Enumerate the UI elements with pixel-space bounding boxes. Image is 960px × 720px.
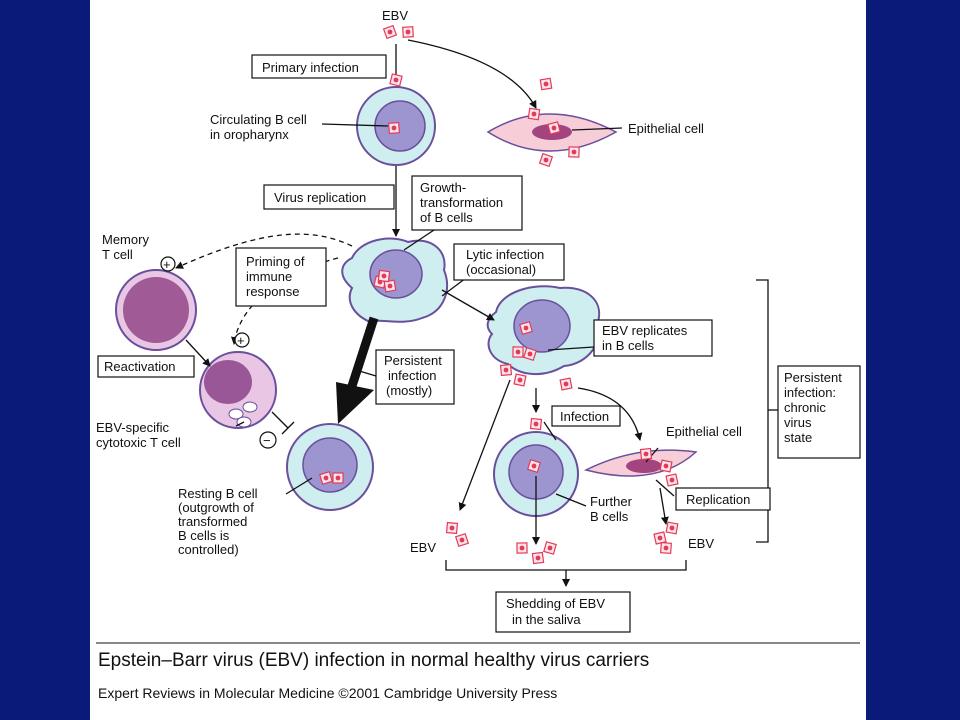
virion-particle <box>559 377 573 391</box>
plus-sign-cytotoxic: + <box>237 333 245 348</box>
ebv-infection-diagram: + + − EBV Primary infection Circulating … <box>96 8 861 701</box>
minus-sign: − <box>263 433 271 448</box>
label-reactivation: Reactivation <box>104 359 176 374</box>
label-epithelial-cell-lower: Epithelial cell <box>666 424 742 439</box>
cytotoxic-t-cell <box>199 351 277 429</box>
virion-particle <box>539 77 553 91</box>
figure-title: Epstein–Barr virus (EBV) infection in no… <box>98 650 649 671</box>
virion-particle <box>402 26 414 38</box>
lytic-b-cell <box>486 285 601 376</box>
label-infection: Infection <box>560 409 609 424</box>
virion-particle <box>454 532 470 548</box>
regulation-signs: + + − <box>160 256 277 449</box>
slide: + + − EBV Primary infection Circulating … <box>90 0 866 720</box>
virion-particle <box>382 24 398 40</box>
virion-particle <box>527 459 541 473</box>
virion-particle <box>389 73 403 87</box>
labels: EBV Primary infection Circulating B cell… <box>96 8 845 627</box>
label-boxes <box>97 54 861 633</box>
epithelial-cell-lower <box>583 449 698 477</box>
virion-particle <box>527 107 541 121</box>
virion-particle <box>319 471 333 485</box>
memory-t-cell <box>115 269 197 351</box>
label-ebv-replicates: EBV replicates in B cells <box>602 323 691 353</box>
label-virus-replication: Virus replication <box>274 190 366 205</box>
label-replication: Replication <box>686 492 750 507</box>
resting-b-cell <box>286 423 374 511</box>
virion-particle <box>445 521 459 535</box>
plus-sign-memory: + <box>163 257 171 272</box>
label-primary-infection: Primary infection <box>262 60 359 75</box>
label-ebv-left: EBV <box>410 540 436 555</box>
label-ebv-specific: EBV-specific cytotoxic T cell <box>96 420 181 450</box>
virion-particle <box>665 521 679 535</box>
virion-particle <box>547 121 561 135</box>
label-persistent-chronic: Persistent infection: chronic virus stat… <box>784 370 845 445</box>
label-priming: Priming of immune response <box>246 254 308 299</box>
label-ebv-right: EBV <box>688 536 714 551</box>
virion-particle <box>377 269 391 283</box>
label-lytic-infection: Lytic infection (occasional) <box>466 247 548 277</box>
virion-particle <box>660 542 672 554</box>
virion-particle <box>332 472 344 484</box>
virion-particle <box>513 373 527 387</box>
label-resting-b-cell: Resting B cell (outgrowth of transformed… <box>178 486 261 557</box>
label-ebv-top: EBV <box>382 8 408 23</box>
label-further-b-cells: Further B cells <box>590 494 636 524</box>
label-persistent-mostly: Persistent infection (mostly) <box>384 353 445 398</box>
virion-particle <box>653 531 667 545</box>
virion-particle <box>659 459 673 473</box>
label-memory-t-cell: Memory T cell <box>102 232 153 262</box>
virion-particle <box>529 417 543 431</box>
virion-particle <box>568 146 580 158</box>
virion-particle <box>522 346 538 362</box>
virion-particle <box>388 122 400 134</box>
label-shedding: Shedding of EBV in the saliva <box>506 596 609 627</box>
virion-particle <box>516 542 528 554</box>
label-epithelial-cell-top: Epithelial cell <box>628 121 704 136</box>
virion-particle <box>543 541 557 555</box>
virion-particle <box>512 346 524 358</box>
virion-group <box>319 24 679 565</box>
virion-particle <box>499 363 513 377</box>
virion-particle <box>531 551 545 565</box>
label-growth-transformation: Growth- transformation of B cells <box>420 180 507 225</box>
virion-particle <box>665 473 679 487</box>
virion-particle <box>538 152 554 168</box>
virion-particle <box>639 447 653 461</box>
virion-particle <box>519 321 533 335</box>
virion-particle <box>383 279 397 293</box>
figure-credit: Expert Reviews in Molecular Medicine ©20… <box>98 685 557 701</box>
label-circulating-b-cell: Circulating B cell in oropharynx <box>210 112 310 142</box>
